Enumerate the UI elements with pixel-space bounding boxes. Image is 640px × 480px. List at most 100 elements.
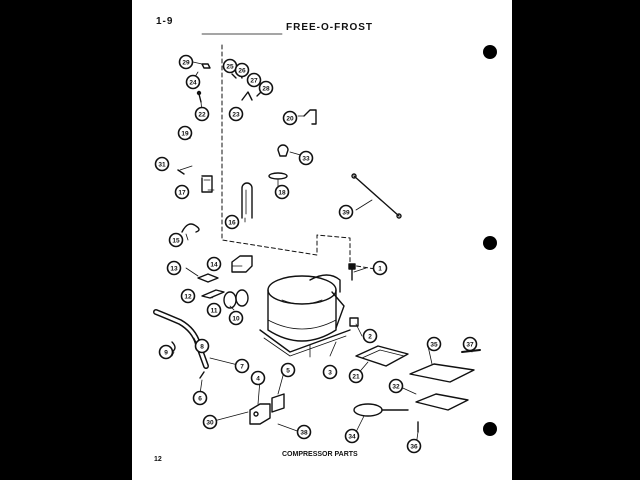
callout-circle — [177, 125, 193, 141]
callout-circle — [282, 110, 298, 126]
callout-6: 6 — [192, 390, 208, 406]
callout-circle — [280, 362, 296, 378]
callout-26: 26 — [234, 62, 250, 78]
bracket-part-20 — [303, 109, 317, 125]
callout-circle — [192, 390, 208, 406]
callout-29: 29 — [178, 54, 194, 70]
callout-number: 5 — [286, 368, 290, 375]
callout-number: 20 — [286, 116, 294, 123]
callout-number: 10 — [232, 316, 240, 323]
callout-circle — [224, 214, 240, 230]
callout-circle — [362, 328, 378, 344]
callout-circle — [298, 150, 314, 166]
callout-circle — [180, 288, 196, 304]
screw-part-1-head — [348, 263, 356, 270]
callout-28: 28 — [258, 80, 274, 96]
callout-13: 13 — [166, 260, 182, 276]
small-bracket — [241, 91, 253, 101]
callout-number: 28 — [262, 86, 270, 93]
callout-4: 4 — [250, 370, 266, 386]
callout-number: 19 — [181, 131, 189, 138]
callout-number: 17 — [178, 190, 186, 197]
cylinder-part-10 — [235, 289, 249, 307]
callout-34: 34 — [344, 428, 360, 444]
callout-circle — [228, 106, 244, 122]
callout-36: 36 — [406, 438, 422, 454]
page-code: 1-9 — [156, 16, 174, 27]
callout-circle — [206, 302, 222, 318]
callout-38: 38 — [296, 424, 312, 440]
diagram-title: FREE-O-FROST — [286, 22, 373, 33]
callout-10: 10 — [228, 310, 244, 326]
callout-circle — [344, 428, 360, 444]
callout-37: 37 — [462, 336, 478, 352]
callout-number: 4 — [256, 376, 260, 383]
tubing-part-9-core — [154, 310, 208, 368]
drain-tray-part-21 — [355, 345, 409, 367]
screw-part — [198, 93, 202, 103]
callout-circle — [178, 54, 194, 70]
compressor-body — [267, 274, 345, 342]
callout-number: 18 — [278, 190, 286, 197]
callout-25: 25 — [222, 58, 238, 74]
callout-3: 3 — [322, 364, 338, 380]
callout-number: 31 — [158, 162, 166, 169]
callout-circle — [348, 368, 364, 384]
callout-number: 30 — [206, 420, 214, 427]
callout-number: 1 — [378, 266, 382, 273]
callout-number: 13 — [170, 266, 178, 273]
callout-number: 2 — [368, 334, 372, 341]
callout-8: 8 — [194, 338, 210, 354]
clip-part — [201, 63, 211, 69]
bracket-part-5 — [271, 393, 285, 413]
callout-circle — [166, 260, 182, 276]
bracket-part-4-hole — [253, 411, 259, 417]
wire-loop-part-15 — [181, 223, 200, 233]
u-bracket-part-16 — [241, 182, 253, 219]
callout-2: 2 — [362, 328, 378, 344]
pad-part-34 — [353, 403, 383, 417]
callout-number: 32 — [392, 384, 400, 391]
wire-end-b — [396, 213, 402, 219]
callout-5: 5 — [280, 362, 296, 378]
clip-part-31 — [177, 169, 185, 175]
small-pin-28 — [256, 91, 262, 97]
callout-circle — [250, 370, 266, 386]
callout-circle — [426, 336, 442, 352]
wire-part-39 — [353, 175, 400, 217]
callout-15: 15 — [168, 232, 184, 248]
parts-diagram-sheet: 1-9 FREE-O-FROST — [132, 0, 512, 480]
callout-number: 27 — [250, 78, 258, 85]
callout-9: 9 — [158, 344, 174, 360]
callout-number: 11 — [211, 308, 218, 315]
callout-23: 23 — [228, 106, 244, 122]
callout-number: 16 — [228, 220, 236, 227]
screw-head — [196, 90, 202, 96]
ring-part-18 — [268, 172, 288, 180]
wire-end-a — [351, 173, 357, 179]
callout-number: 36 — [410, 444, 418, 451]
callout-22: 22 — [194, 106, 210, 122]
callout-circle — [234, 358, 250, 374]
callout-circle — [322, 364, 338, 380]
callout-number: 15 — [172, 238, 180, 245]
callout-number: 33 — [302, 156, 310, 163]
bracket-part-17 — [201, 175, 213, 193]
bracket-part-4 — [249, 403, 271, 425]
page-number: 12 — [154, 456, 162, 463]
callout-circle — [388, 378, 404, 394]
clamp-part-33 — [277, 144, 289, 157]
grommet-part-2 — [349, 317, 359, 327]
callout-35: 35 — [426, 336, 442, 352]
callout-circle — [406, 438, 422, 454]
connector-part-13 — [197, 273, 219, 283]
callout-circle — [158, 344, 174, 360]
callout-number: 14 — [210, 262, 218, 269]
callout-circle — [194, 338, 210, 354]
callout-12: 12 — [180, 288, 196, 304]
callout-circle — [274, 184, 290, 200]
callout-circle — [372, 260, 388, 276]
callout-circle — [246, 72, 262, 88]
callout-circle — [228, 310, 244, 326]
